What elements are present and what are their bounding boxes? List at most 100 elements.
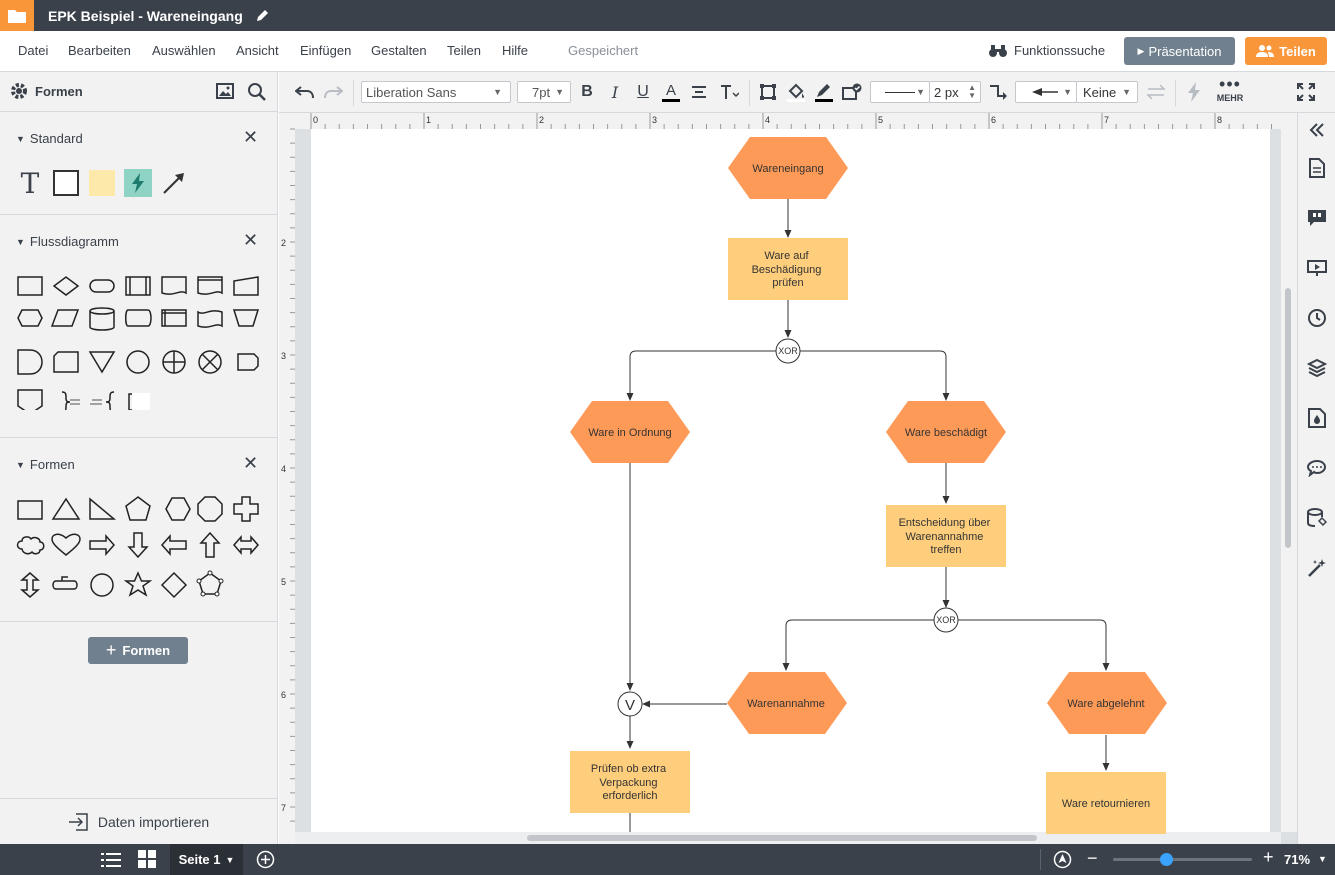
- node-label-line: Entscheidung über: [899, 517, 991, 529]
- page-tab[interactable]: Seite 1▼: [170, 844, 243, 875]
- menu-einfuegen[interactable]: Einfügen: [300, 43, 352, 58]
- more-button[interactable]: •••MEHR: [1215, 75, 1245, 103]
- shape-border-icon[interactable]: [757, 80, 779, 104]
- event-ware-beschaedigt[interactable]: Ware beschädigt: [886, 401, 1006, 463]
- menu-teilen[interactable]: Teilen: [447, 43, 481, 58]
- rectangle-shape-icon[interactable]: [51, 168, 81, 198]
- document-title[interactable]: EPK Beispiel - Wareneingang: [48, 7, 243, 24]
- page-settings-icon[interactable]: [1307, 158, 1327, 178]
- close-icon[interactable]: ✕: [243, 127, 259, 147]
- function-ware-auf-beschaedigung-pruefen[interactable]: Ware auf Beschädigung prüfen: [728, 238, 848, 300]
- menu-datei[interactable]: Datei: [18, 43, 49, 58]
- comment-icon[interactable]: [1307, 458, 1327, 478]
- align-center-icon[interactable]: [689, 80, 709, 104]
- bold-icon[interactable]: B: [581, 83, 593, 100]
- fullscreen-icon[interactable]: [1295, 80, 1317, 104]
- action-lightning-icon[interactable]: [1183, 80, 1205, 104]
- feature-search[interactable]: Funktionssuche: [988, 43, 1105, 58]
- arrow-shape-icon[interactable]: [159, 168, 189, 198]
- zoom-level[interactable]: 71%: [1284, 852, 1311, 867]
- menu-ansicht[interactable]: Ansicht: [236, 43, 279, 58]
- zoom-slider-handle[interactable]: [1160, 853, 1173, 866]
- section-flowchart[interactable]: ▼Flussdiagramm: [16, 234, 119, 249]
- redo-icon[interactable]: [321, 80, 345, 104]
- close-icon[interactable]: ✕: [243, 453, 259, 473]
- menu-auswaehlen[interactable]: Auswählen: [152, 43, 216, 58]
- horizontal-scrollbar[interactable]: [527, 835, 1037, 841]
- theme-icon[interactable]: [1307, 408, 1327, 428]
- vertical-scrollbar[interactable]: [1285, 288, 1291, 548]
- text-color-icon[interactable]: A: [661, 80, 681, 104]
- event-ware-in-ordnung[interactable]: Ware in Ordnung: [570, 401, 690, 463]
- event-warenannahme[interactable]: Warenannahme: [727, 672, 847, 734]
- note-shape-icon[interactable]: [87, 168, 117, 198]
- swap-arrows-icon[interactable]: [1145, 80, 1167, 104]
- canvas-area[interactable]: 0 1 2 3 4 5 6 7 8 2 3 4 5 6 7: [279, 113, 1297, 844]
- line-style-select[interactable]: ▼: [870, 81, 930, 103]
- line-color-icon[interactable]: [813, 80, 835, 104]
- menu-bearbeiten[interactable]: Bearbeiten: [68, 43, 131, 58]
- close-icon[interactable]: ✕: [243, 230, 259, 250]
- flowchart-shapes-grid[interactable]: [14, 270, 264, 410]
- search-icon[interactable]: [247, 82, 267, 102]
- connector-line[interactable]: [800, 350, 950, 401]
- text-shape-icon[interactable]: T: [20, 166, 40, 200]
- canvas-svg[interactable]: 0 1 2 3 4 5 6 7 8 2 3 4 5 6 7: [279, 113, 1297, 844]
- menu-gestalten[interactable]: Gestalten: [371, 43, 427, 58]
- underline-icon[interactable]: U: [637, 83, 649, 100]
- event-wareneingang[interactable]: Wareneingang: [728, 137, 848, 199]
- gear-icon[interactable]: [10, 82, 28, 100]
- presentation-button[interactable]: ▶ Präsentation: [1124, 37, 1235, 65]
- style-check-icon[interactable]: [841, 80, 863, 104]
- undo-icon[interactable]: [293, 80, 317, 104]
- or-operator[interactable]: V: [617, 691, 643, 717]
- zoom-out-icon[interactable]: −: [1087, 848, 1098, 868]
- folder-icon[interactable]: [0, 0, 34, 31]
- grid-view-icon[interactable]: [138, 850, 156, 868]
- zoom-slider-track[interactable]: [1113, 858, 1252, 861]
- caret-down-icon[interactable]: ▼: [1318, 854, 1327, 864]
- connector-line[interactable]: [958, 619, 1110, 671]
- font-size-select[interactable]: 7pt▼: [517, 81, 571, 103]
- event-ware-abgelehnt[interactable]: Ware abgelehnt: [1047, 672, 1167, 734]
- navigate-icon[interactable]: [1053, 850, 1072, 869]
- layers-icon[interactable]: [1307, 358, 1327, 378]
- section-shapes[interactable]: ▼Formen: [16, 457, 75, 472]
- italic-icon[interactable]: I: [611, 82, 619, 102]
- pencil-icon[interactable]: [255, 9, 269, 23]
- image-icon[interactable]: [216, 83, 234, 99]
- function-entscheidung-warenannahme[interactable]: Entscheidung über Warenannahme treffen: [886, 505, 1006, 567]
- xor-operator[interactable]: XOR: [775, 338, 801, 364]
- section-standard[interactable]: ▼Standard: [16, 131, 83, 146]
- caret-down-icon: ▼: [1122, 87, 1131, 97]
- presentation-icon[interactable]: [1307, 258, 1327, 278]
- connector-line[interactable]: [782, 619, 934, 671]
- magic-wand-icon[interactable]: [1307, 558, 1327, 578]
- page-tab-label: Seite 1: [178, 852, 221, 867]
- zoom-in-icon[interactable]: +: [1263, 847, 1274, 867]
- function-ware-retournieren[interactable]: Ware retournieren: [1046, 772, 1166, 834]
- add-page-icon[interactable]: [256, 850, 275, 869]
- data-link-icon[interactable]: [1307, 508, 1327, 528]
- function-pruefen-verpackung[interactable]: Prüfen ob extra Verpackung erforderlich: [570, 751, 690, 813]
- diagram-page[interactable]: [311, 129, 1270, 844]
- connector-line[interactable]: [626, 350, 776, 401]
- line-start-select[interactable]: ▼: [1015, 81, 1077, 103]
- font-family-select[interactable]: Liberation Sans▼: [361, 81, 511, 103]
- collapse-icon[interactable]: [1307, 120, 1327, 140]
- action-shape-icon[interactable]: [123, 168, 153, 198]
- add-shapes-button[interactable]: + Formen: [88, 637, 188, 664]
- import-data-button[interactable]: Daten importieren: [0, 798, 277, 844]
- connector-elbow-icon[interactable]: [987, 80, 1009, 104]
- text-options-icon[interactable]: [717, 80, 741, 104]
- quote-icon[interactable]: [1307, 208, 1327, 228]
- fill-color-icon[interactable]: [785, 80, 807, 104]
- list-view-icon[interactable]: [101, 851, 121, 869]
- line-end-select[interactable]: Keine▼: [1076, 81, 1138, 103]
- basic-shapes-grid[interactable]: [14, 493, 264, 608]
- history-icon[interactable]: [1307, 308, 1327, 328]
- share-button[interactable]: Teilen: [1245, 37, 1327, 65]
- menu-hilfe[interactable]: Hilfe: [502, 43, 529, 58]
- line-width-select[interactable]: 2 px▲▼: [929, 81, 981, 103]
- xor-operator[interactable]: XOR: [933, 607, 959, 633]
